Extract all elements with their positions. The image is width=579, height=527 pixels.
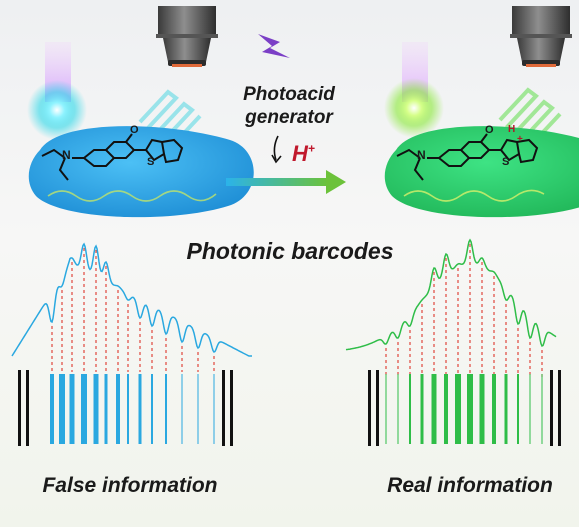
barcode-end-bar (18, 370, 21, 446)
barcode-bar (93, 374, 99, 444)
barcode-end-bar (230, 370, 233, 446)
generator-label: generator (245, 107, 333, 128)
atom-n-left: N (62, 148, 71, 162)
proton-label: H+ (292, 141, 315, 167)
barcode-end-bar (26, 370, 29, 446)
barcode-bar (181, 374, 183, 444)
objective-lens-icon-left (156, 6, 218, 67)
barcode-end-bar (550, 370, 553, 446)
barcode-bar (444, 374, 448, 444)
barcode-left (18, 370, 233, 446)
laser-beam-icon-right (384, 42, 444, 138)
barcode-bar (385, 374, 387, 444)
barcode-bar (127, 374, 129, 444)
atom-h-right: H (508, 124, 516, 135)
barcode-bar (455, 374, 461, 444)
barcode-bar (81, 374, 87, 444)
atom-n-right: N (417, 148, 426, 162)
barcode-bar (138, 374, 142, 444)
coumarin-molecule-left (41, 133, 184, 181)
barcode-bar (431, 374, 437, 444)
spectrum-line (11, 242, 252, 357)
gradient-arrow-icon (226, 170, 346, 194)
barcode-right (368, 370, 561, 446)
atom-s-right: S (502, 156, 510, 168)
barcode-bar (151, 374, 153, 444)
barcode-bar (504, 374, 508, 444)
microresonator-left (28, 126, 254, 218)
false-information-label: False information (42, 474, 218, 497)
barcode-bar (165, 374, 167, 444)
photoacid-label: Photoacid (243, 84, 335, 105)
real-information-label: Real information (387, 474, 553, 497)
proton-symbol: H (292, 141, 308, 166)
spectrum-right (345, 238, 557, 351)
barcode-bar (50, 374, 54, 444)
guide-lines-left (51, 248, 215, 372)
barcode-end-bar (376, 370, 379, 446)
spectrum-left (11, 242, 252, 357)
guide-lines-right (385, 244, 543, 378)
objective-lens-icon-right (510, 6, 572, 67)
barcode-bar (467, 374, 473, 444)
atom-s-left: S (147, 156, 155, 168)
barcode-bar (116, 374, 120, 444)
atom-o-right: O (485, 124, 494, 136)
barcode-bar (69, 374, 75, 444)
barcode-bar (397, 374, 399, 444)
barcode-end-bar (368, 370, 371, 446)
barcode-end-bar (558, 370, 561, 446)
atom-charge-right: + (517, 134, 523, 145)
barcode-bar (59, 374, 65, 444)
proton-charge: + (307, 141, 315, 156)
spectrum-line (345, 238, 557, 351)
curved-arrow-icon (271, 135, 282, 164)
microresonator-right (384, 126, 579, 218)
barcode-bar (529, 374, 531, 444)
barcode-bar (479, 374, 485, 444)
atom-o-left: O (130, 124, 139, 136)
lightning-bolt-icon (258, 34, 290, 58)
barcode-bar (104, 374, 108, 444)
barcode-bar (492, 374, 496, 444)
barcodes-title: Photonic barcodes (186, 238, 394, 264)
barcode-bar (409, 374, 411, 444)
barcode-bar (517, 374, 519, 444)
barcode-bar (541, 374, 543, 444)
barcode-end-bar (222, 370, 225, 446)
barcode-bar (420, 374, 424, 444)
barcode-bar (197, 374, 199, 444)
coumarin-molecule-right (396, 133, 539, 181)
laser-beam-icon-left (27, 42, 87, 140)
barcode-bar (213, 374, 215, 444)
